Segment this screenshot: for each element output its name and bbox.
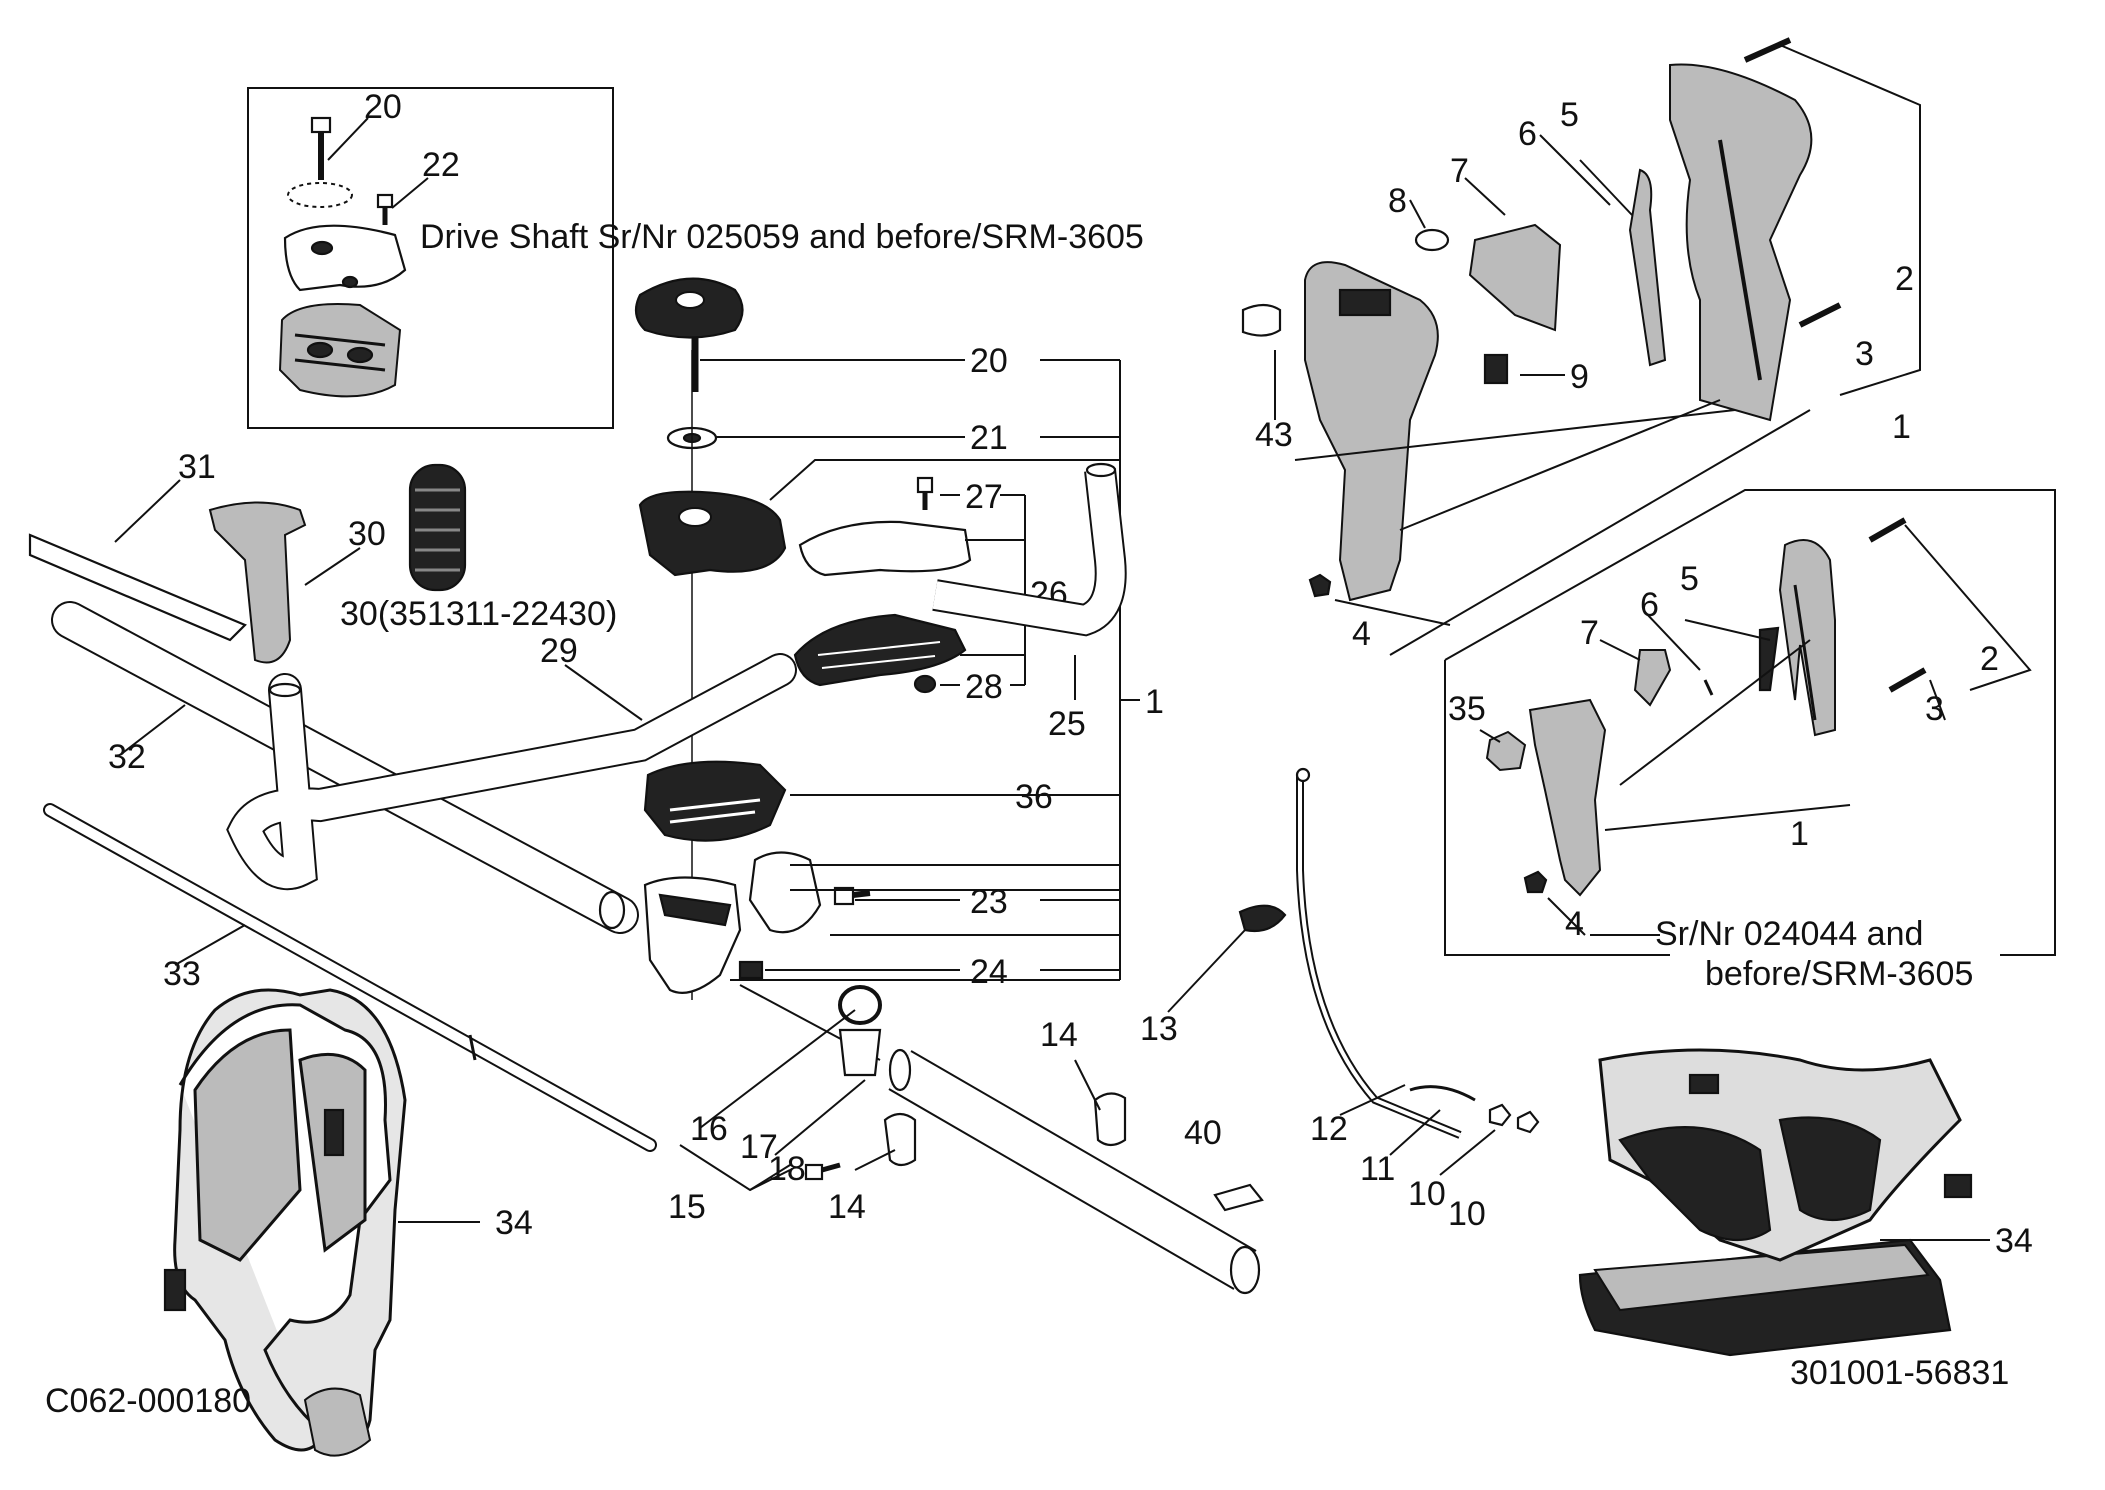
- callout-10-b: 10: [1448, 1195, 1486, 1233]
- callout-lower-5: 5: [1680, 560, 1699, 598]
- callout-32: 32: [108, 738, 146, 776]
- side-clamps: [793, 476, 972, 694]
- callout-upper-2: 2: [1895, 260, 1914, 298]
- callout-upper-4: 4: [1352, 615, 1371, 653]
- callout-33: 33: [163, 955, 201, 993]
- callout-18: 18: [768, 1150, 806, 1188]
- callout-lower-7: 7: [1580, 614, 1599, 652]
- callout-inset-22: 22: [422, 146, 460, 184]
- callout-24: 24: [970, 953, 1008, 991]
- callout-23: 23: [970, 883, 1008, 921]
- callout-15: 15: [668, 1188, 706, 1226]
- callout-13: 13: [1140, 1010, 1178, 1048]
- harness-left-code: C062-000180: [45, 1382, 251, 1420]
- handle-pipe-25: [932, 462, 1127, 700]
- callout-lower-4: 4: [1565, 905, 1584, 943]
- handle-clamp-assembly: [634, 277, 871, 1000]
- callout-40: 40: [1184, 1114, 1222, 1152]
- main-shaft-tube: [739, 984, 1261, 1295]
- inset-handle-caption-line1: Sr/Nr 024044 and: [1655, 915, 1923, 953]
- callout-upper-43: 43: [1255, 416, 1293, 454]
- callout-upper-6: 6: [1518, 115, 1537, 153]
- callout-bracket-1: [700, 359, 1140, 981]
- callout-1-main: 1: [1145, 683, 1164, 721]
- callout-34-right: 34: [1995, 1222, 2033, 1260]
- callout-31: 31: [178, 448, 216, 486]
- callout-14-top: 14: [1040, 1016, 1078, 1054]
- throttle-handle-upper: [1241, 37, 1921, 656]
- callout-upper-5: 5: [1560, 96, 1579, 134]
- handle-bar-assembly: [28, 463, 797, 1152]
- callout-21: 21: [970, 419, 1008, 457]
- callout-upper-1: 1: [1892, 408, 1911, 446]
- harness-right: [1578, 1048, 1990, 1357]
- callout-27: 27: [965, 478, 1003, 516]
- callout-34-left: 34: [495, 1204, 533, 1242]
- callout-upper-3: 3: [1855, 335, 1874, 373]
- callout-14-bottom: 14: [828, 1188, 866, 1226]
- callout-30-alt: 30(351311-22430): [340, 595, 617, 633]
- callout-lower-6: 6: [1640, 586, 1659, 624]
- callout-10-a: 10: [1408, 1175, 1446, 1213]
- inset-drive-shaft: 20 22: [247, 87, 614, 429]
- clamp-parts: [679, 767, 1540, 1212]
- callout-upper-7: 7: [1450, 152, 1469, 190]
- callout-29: 29: [540, 632, 578, 670]
- callout-upper-9: 9: [1570, 358, 1589, 396]
- callout-lower-1: 1: [1790, 815, 1809, 853]
- callout-20: 20: [970, 342, 1008, 380]
- inset-drive-shaft-caption: Drive Shaft Sr/Nr 025059 and before/SRM-…: [420, 218, 1144, 256]
- callout-upper-8: 8: [1388, 182, 1407, 220]
- callout-lower-35: 35: [1448, 690, 1486, 728]
- callout-30: 30: [348, 515, 386, 553]
- inset-handle-caption-line2: before/SRM-3605: [1705, 955, 1973, 993]
- callout-lower-2: 2: [1980, 640, 1999, 678]
- inset-handle-older: [1444, 489, 2056, 956]
- harness-left: [163, 988, 480, 1457]
- callout-lower-3: 3: [1925, 690, 1944, 728]
- callout-28: 28: [965, 668, 1003, 706]
- callout-inset-20: 20: [364, 88, 402, 126]
- harness-right-code: 301001-56831: [1790, 1354, 2009, 1392]
- callout-25: 25: [1048, 705, 1086, 743]
- callout-11: 11: [1360, 1150, 1395, 1188]
- callout-36: 36: [1015, 778, 1053, 816]
- callout-12: 12: [1310, 1110, 1348, 1148]
- callout-16: 16: [690, 1110, 728, 1148]
- callout-17: 17: [740, 1128, 778, 1166]
